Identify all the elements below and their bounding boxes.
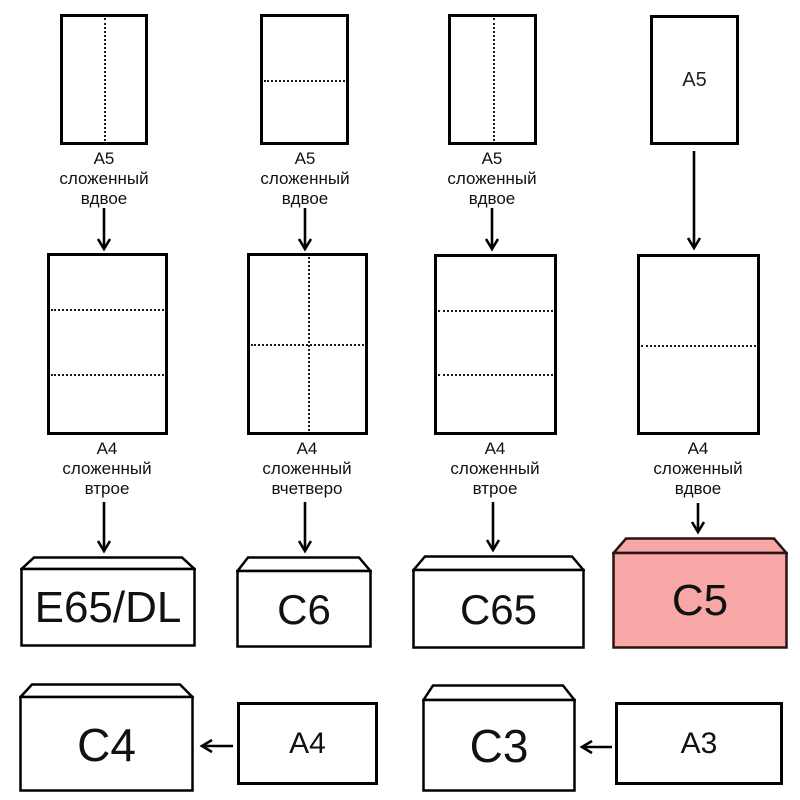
envelope-shape — [612, 537, 788, 649]
envelope-label: C5 — [671, 576, 729, 625]
fold-line-horizontal — [438, 374, 553, 377]
envelope-label: C3 — [469, 720, 529, 772]
fold-line-horizontal — [51, 373, 164, 376]
caption-a4-folded-col3: A4 сложенный втрое — [450, 439, 540, 498]
a4-sheet-col2 — [247, 253, 368, 435]
envelope-c5-highlighted: C5 — [612, 537, 788, 649]
caption-a4-folded-col1: A4 сложенный втрое — [62, 439, 152, 498]
fold-line-horizontal — [641, 344, 756, 347]
envelope-shape — [236, 556, 372, 648]
envelope-shape — [422, 684, 576, 792]
a5-sheet-col4: A5 — [650, 15, 739, 145]
envelope-shape — [20, 556, 196, 647]
fold-line-vertical — [104, 18, 106, 141]
a4-source-sheet: A4 — [237, 702, 378, 785]
a5-sheet-inner-label: A5 — [682, 68, 707, 91]
envelope-e65-dl: E65/DL — [20, 556, 196, 647]
fold-line-vertical — [492, 18, 495, 141]
envelope-c3: C3 — [422, 684, 576, 792]
a4-sheet-col1 — [47, 253, 168, 435]
a3-source-sheet: A3 — [615, 702, 783, 785]
envelope-label: C4 — [77, 718, 136, 771]
fold-line-horizontal — [51, 308, 164, 311]
caption-a4-folded-col4: A4 сложенный вдвое — [653, 439, 743, 498]
envelope-label: C65 — [459, 585, 538, 633]
envelope-c65: C65 — [412, 555, 585, 649]
envelope-shape — [19, 683, 194, 792]
fold-line-horizontal — [438, 309, 553, 312]
a5-sheet-col1 — [60, 14, 148, 145]
fold-line-horizontal — [251, 344, 364, 346]
a4-sheet-col4 — [637, 254, 760, 435]
fold-line-horizontal — [264, 79, 345, 82]
a5-sheet-col2 — [260, 14, 349, 145]
a5-sheet-col3 — [448, 14, 537, 145]
envelope-shape — [412, 555, 585, 649]
a4-sheet-col3 — [434, 254, 557, 435]
envelope-label: C6 — [277, 585, 331, 633]
caption-a5-folded-col2: A5 сложенный вдвое — [260, 149, 350, 208]
caption-a5-folded-col1: A5 сложенный вдвое — [59, 149, 149, 208]
envelope-label: E65/DL — [34, 583, 182, 632]
caption-a5-folded-col3: A5 сложенный вдвое — [447, 149, 537, 208]
envelope-c6: C6 — [236, 556, 372, 648]
envelope-c4: C4 — [19, 683, 194, 792]
caption-a4-folded-col2: A4 сложенный вчетверо — [262, 439, 352, 498]
